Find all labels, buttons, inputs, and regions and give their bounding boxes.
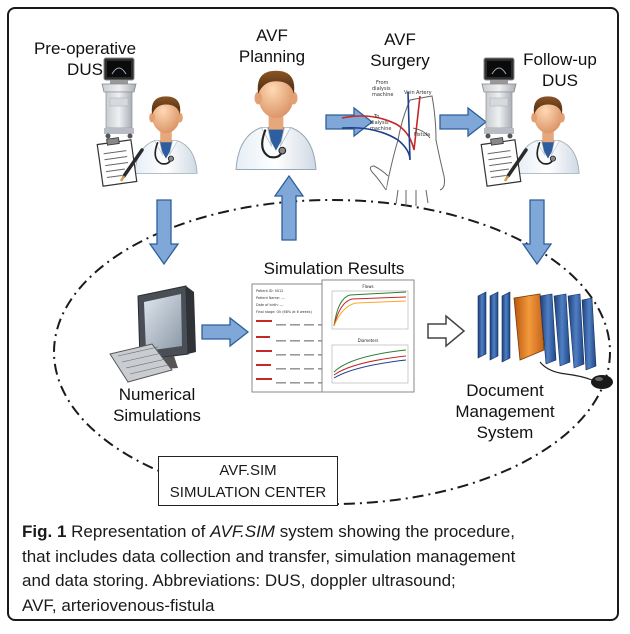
caption-fig-label: Fig. 1 <box>22 522 67 541</box>
figure-caption: Fig. 1 Representation of AVF.SIM system … <box>22 522 516 615</box>
caption-system-name: AVF.SIM <box>210 522 275 541</box>
arrow-surgery-to-followup <box>439 107 487 137</box>
doctor-icon <box>516 95 580 175</box>
simulation-center-box: AVF.SIM SIMULATION CENTER <box>158 456 338 506</box>
arrow-results-to-document <box>427 314 466 348</box>
label-artery: Artery <box>416 90 432 96</box>
clipboard-pen-icon <box>95 135 144 188</box>
label-simulation-results: Simulation Results <box>263 259 405 278</box>
doctor-icon <box>134 95 198 175</box>
svg-text:Flows: Flows <box>362 284 373 289</box>
doctor-icon <box>235 69 317 171</box>
svg-text:Diameters: Diameters <box>358 338 379 343</box>
report-document-icon: Patient ID: 0012 Patient Name: --- Date … <box>251 279 415 393</box>
mouse-icon <box>539 361 613 389</box>
arrow-simulations-to-results <box>201 317 249 347</box>
label-fistula: Fistula <box>414 132 430 138</box>
center-title: AVF.SIM <box>219 462 277 479</box>
label-from-machine: From dialysis machine <box>372 80 394 98</box>
arrow-preop-to-simulations <box>149 199 179 265</box>
svg-text:Patient ID: 0012 Patient: Patient ID: 0012 Patient Name: --- Date … <box>256 289 313 314</box>
arrow-up-to-planning <box>274 175 304 241</box>
arm-fistula-icon: From dialysis machine To dialysis machin… <box>341 80 445 206</box>
label-vein: Vein <box>404 90 415 96</box>
clipboard-pen-icon <box>479 135 528 188</box>
simulation-center-boundary <box>53 199 611 505</box>
arrow-planning-to-surgery <box>325 107 373 137</box>
computer-icon <box>109 285 196 383</box>
folders-icon <box>477 291 597 371</box>
figure-frame <box>7 7 619 621</box>
center-subtitle: SIMULATION CENTER <box>169 484 327 501</box>
label-to-machine: To dialysis machine <box>370 114 392 132</box>
